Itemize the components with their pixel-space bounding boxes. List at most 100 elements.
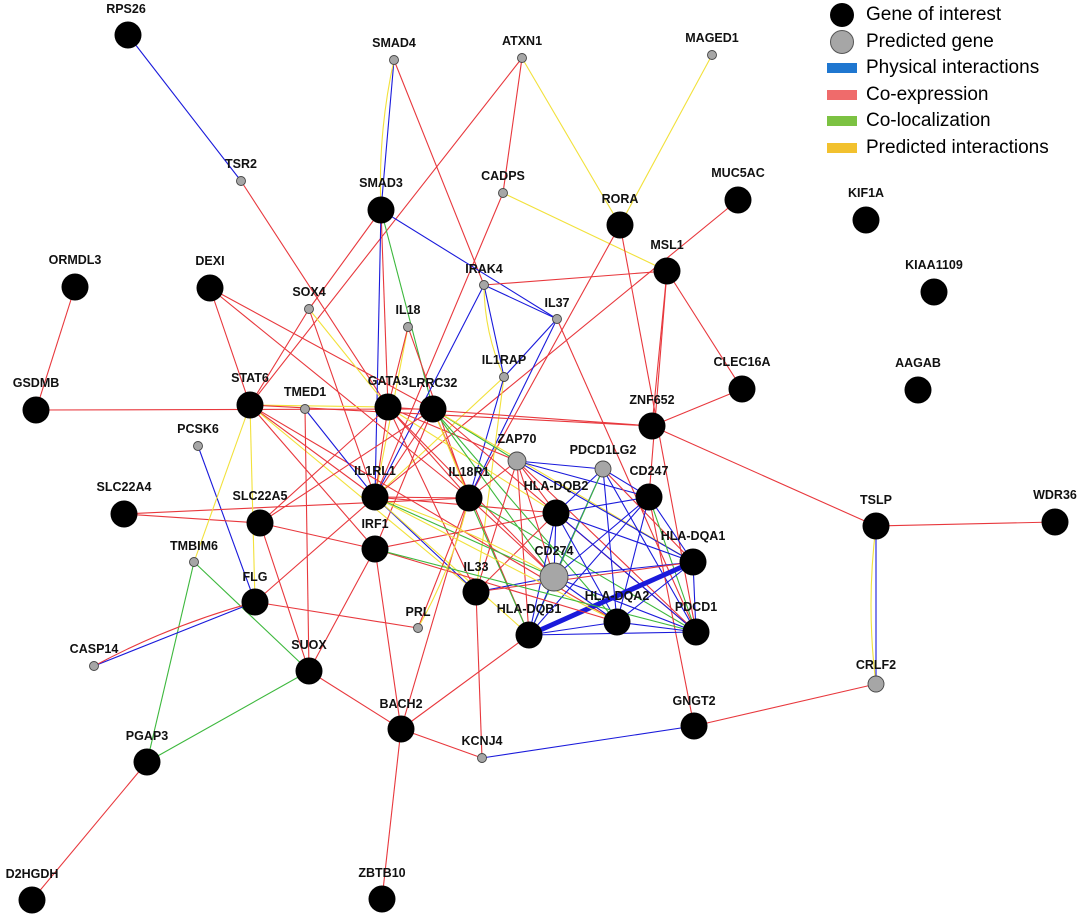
node-aagab[interactable] [904, 376, 932, 404]
node-stat6[interactable] [236, 391, 264, 419]
node-hla-dqa1[interactable] [679, 548, 707, 576]
edge-il1rl1-flg-coexp [254, 496, 376, 603]
node-zbtb10[interactable] [368, 885, 396, 913]
node-label-hla-dqb2: HLA-DQB2 [524, 479, 589, 493]
node-clec16a[interactable] [728, 375, 756, 403]
node-smad3[interactable] [367, 196, 395, 224]
node-label-ormdl3: ORMDL3 [49, 253, 102, 267]
node-label-tmed1: TMED1 [284, 385, 326, 399]
edge-pdcd1lg2-hla-dqa1-coexp [602, 468, 694, 563]
node-atxn1[interactable] [517, 53, 527, 63]
node-label-pcsk6: PCSK6 [177, 422, 219, 436]
node-il18r1[interactable] [455, 484, 483, 512]
node-label-stat6: STAT6 [231, 371, 269, 385]
node-gngt2[interactable] [680, 712, 708, 740]
node-ormdl3[interactable] [61, 273, 89, 301]
node-pcsk6[interactable] [193, 441, 203, 451]
edge-gsdmb-lrrc32-coexp [35, 408, 434, 411]
node-gata3[interactable] [374, 393, 402, 421]
node-il18[interactable] [403, 322, 413, 332]
edge-znf652-tslp-coexp [651, 425, 877, 527]
node-flg[interactable] [241, 588, 269, 616]
node-label-hla-dqa1: HLA-DQA1 [661, 529, 726, 543]
edge-bach2-zbtb10-coexp [381, 728, 402, 900]
node-cd247[interactable] [635, 483, 663, 511]
edge-cd247-hla-dqb1-physical [528, 496, 650, 636]
node-il33[interactable] [462, 578, 490, 606]
node-crlf2[interactable] [867, 675, 885, 693]
node-bach2[interactable] [387, 715, 415, 743]
node-sox4[interactable] [304, 304, 314, 314]
node-znf652[interactable] [638, 412, 666, 440]
node-pdcd1lg2[interactable] [594, 460, 612, 478]
node-label-atxn1: ATXN1 [502, 34, 542, 48]
node-label-maged1: MAGED1 [685, 31, 739, 45]
edge-smad3-sox4-coexp [308, 209, 382, 310]
node-il1rl1[interactable] [361, 483, 389, 511]
node-label-pgap3: PGAP3 [126, 729, 168, 743]
node-label-il37: IL37 [544, 296, 569, 310]
node-rps26[interactable] [114, 21, 142, 49]
node-suox[interactable] [295, 657, 323, 685]
edge-irf1-suox-coexp [308, 548, 376, 672]
node-lrrc32[interactable] [419, 395, 447, 423]
edge-flg-prl-coexp [254, 601, 419, 629]
node-prl[interactable] [413, 623, 423, 633]
node-label-rps26: RPS26 [106, 2, 146, 16]
node-kcnj4[interactable] [477, 753, 487, 763]
edge-smad3-gata3-coexp [380, 209, 389, 408]
node-label-tslp: TSLP [860, 493, 892, 507]
node-maged1[interactable] [707, 50, 717, 60]
node-hla-dqb2[interactable] [542, 499, 570, 527]
node-label-il1rl1: IL1RL1 [354, 464, 396, 478]
node-label-suox: SUOX [291, 638, 327, 652]
node-kiaa1109[interactable] [920, 278, 948, 306]
node-smad4[interactable] [389, 55, 399, 65]
node-msl1[interactable] [653, 257, 681, 285]
node-cadps[interactable] [498, 188, 508, 198]
node-slc22a5[interactable] [246, 509, 274, 537]
node-irak4[interactable] [479, 280, 489, 290]
edge-smad4-smad3-predicted [379, 59, 395, 211]
node-label-lrrc32: LRRC32 [409, 376, 458, 390]
edge-smad4-smad3-physical [380, 59, 395, 211]
edge-slc22a5-irf1-coexp [259, 522, 376, 550]
node-il37[interactable] [552, 314, 562, 324]
node-irf1[interactable] [361, 535, 389, 563]
node-label-gata3: GATA3 [368, 374, 409, 388]
node-dexi[interactable] [196, 274, 224, 302]
node-il1rap[interactable] [499, 372, 509, 382]
edge-irak4-il37-physical [483, 284, 558, 320]
node-muc5ac[interactable] [724, 186, 752, 214]
node-casp14[interactable] [89, 661, 99, 671]
node-hla-dqb1[interactable] [515, 621, 543, 649]
edge-zap70-pdcd1lg2-physical [516, 460, 604, 470]
edge-znf652-msl1-coexp [651, 270, 668, 427]
edge-tmbim6-suox-coloc [193, 561, 310, 672]
node-tmbim6[interactable] [189, 557, 199, 567]
edge-tmed1-il1rl1-physical [304, 408, 376, 498]
node-pdcd1[interactable] [682, 618, 710, 646]
edge-tmed1-suox-coexp [304, 408, 310, 672]
node-tslp[interactable] [862, 512, 890, 540]
node-kif1a[interactable] [852, 206, 880, 234]
edge-lrrc32-il1rl1-coexp [374, 408, 434, 498]
node-cd274[interactable] [539, 562, 569, 592]
node-tsr2[interactable] [236, 176, 246, 186]
edge-msl1-cd247-coexp [648, 270, 668, 498]
node-tmed1[interactable] [300, 404, 310, 414]
node-hla-dqa2[interactable] [603, 608, 631, 636]
node-wdr36[interactable] [1041, 508, 1069, 536]
legend-item-co-expression: Co-expression [818, 82, 1080, 109]
legend: Gene of interest Predicted gene Physical… [818, 2, 1080, 161]
node-rora[interactable] [606, 211, 634, 239]
node-zap70[interactable] [507, 451, 527, 471]
edge-hla-dqb2-irf1-coexp [374, 512, 557, 550]
node-d2hgdh[interactable] [18, 886, 46, 914]
edge-irak4-il1rap-physical [483, 284, 505, 378]
node-slc22a4[interactable] [110, 500, 138, 528]
node-gsdmb[interactable] [22, 396, 50, 424]
node-pgap3[interactable] [133, 748, 161, 776]
edge-smad4-irak4-coexp [393, 59, 485, 286]
